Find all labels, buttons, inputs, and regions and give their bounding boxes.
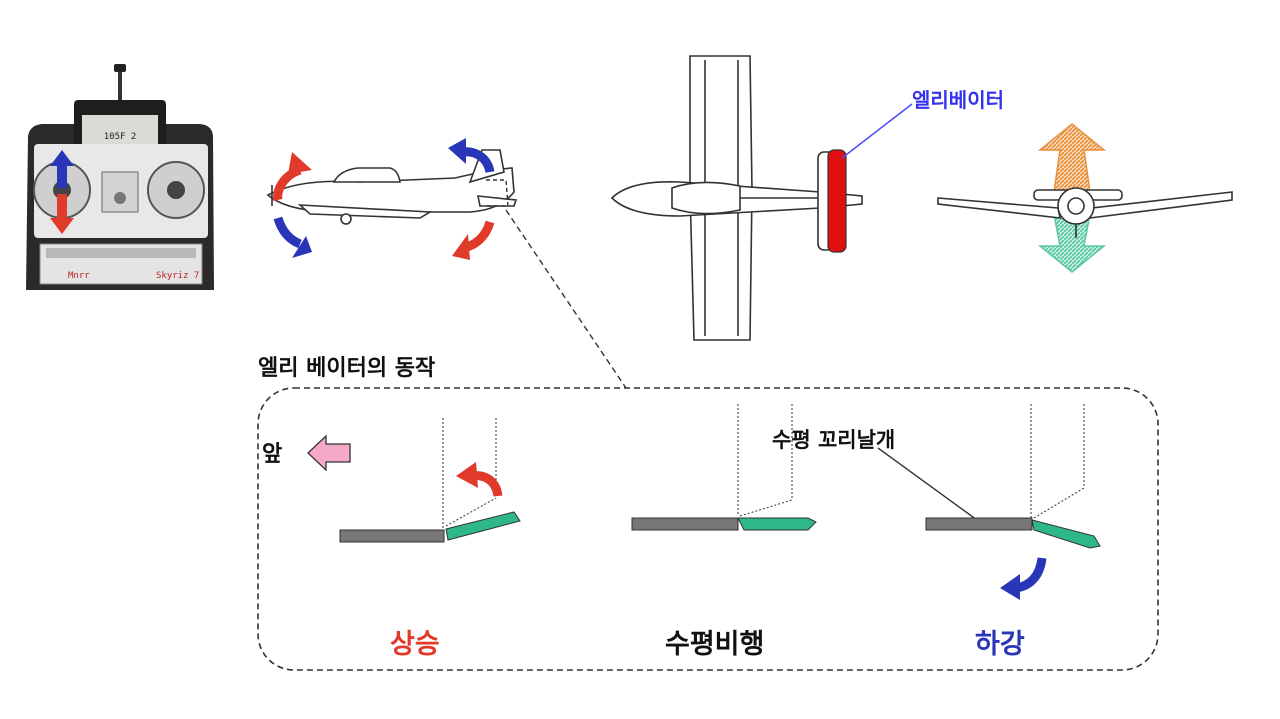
front-arrow: [307, 434, 351, 472]
detail-marker: [486, 179, 509, 207]
nose-down-arrow: [273, 216, 302, 249]
tail-label: 수평 꼬리날개: [772, 428, 896, 452]
elevator-leader-line: [841, 103, 913, 159]
climb-arrow: [1037, 123, 1107, 193]
elevator-label: 엘리베이터: [912, 88, 1004, 112]
front-label: 앞: [262, 442, 283, 467]
stick-up-arrow: [50, 150, 74, 188]
detail-leader-line: [505, 209, 627, 389]
front-view-plane: [937, 123, 1233, 273]
transmitter-brand: Mnrr: [68, 271, 90, 281]
descend-state-figure: [925, 404, 1101, 600]
state-descend-label: 하강: [975, 629, 1025, 660]
climb-elevator-flap: [445, 511, 521, 541]
transmitter-model: Skyriz 7: [156, 271, 199, 281]
level-elevator-flap: [737, 517, 817, 531]
level-stabilizer: [631, 517, 739, 531]
transmitter: 105F 2 Mnrr Skyriz 7: [26, 64, 214, 290]
tail-leader-line: [877, 447, 989, 529]
side-canopy: [332, 167, 401, 183]
climb-state-figure: [339, 418, 521, 543]
state-level-label: 수평비행: [665, 629, 765, 660]
transmitter-screen-text: 105F 2: [104, 132, 137, 142]
state-climb-label: 상승: [390, 629, 440, 660]
section-title: 엘리 베이터의 동작: [258, 356, 436, 381]
top-elevator-surface: [827, 149, 847, 253]
top-view-plane: [610, 55, 863, 341]
descend-stabilizer: [925, 517, 1033, 531]
level-state-figure: [631, 404, 989, 531]
climb-stabilizer: [339, 529, 445, 543]
stick-down-arrow: [50, 194, 74, 234]
side-view-plane: [266, 149, 518, 225]
descend-elevator-flap: [1031, 519, 1101, 549]
detail-panel: [257, 387, 1159, 671]
front-left-wing: [937, 197, 1061, 219]
